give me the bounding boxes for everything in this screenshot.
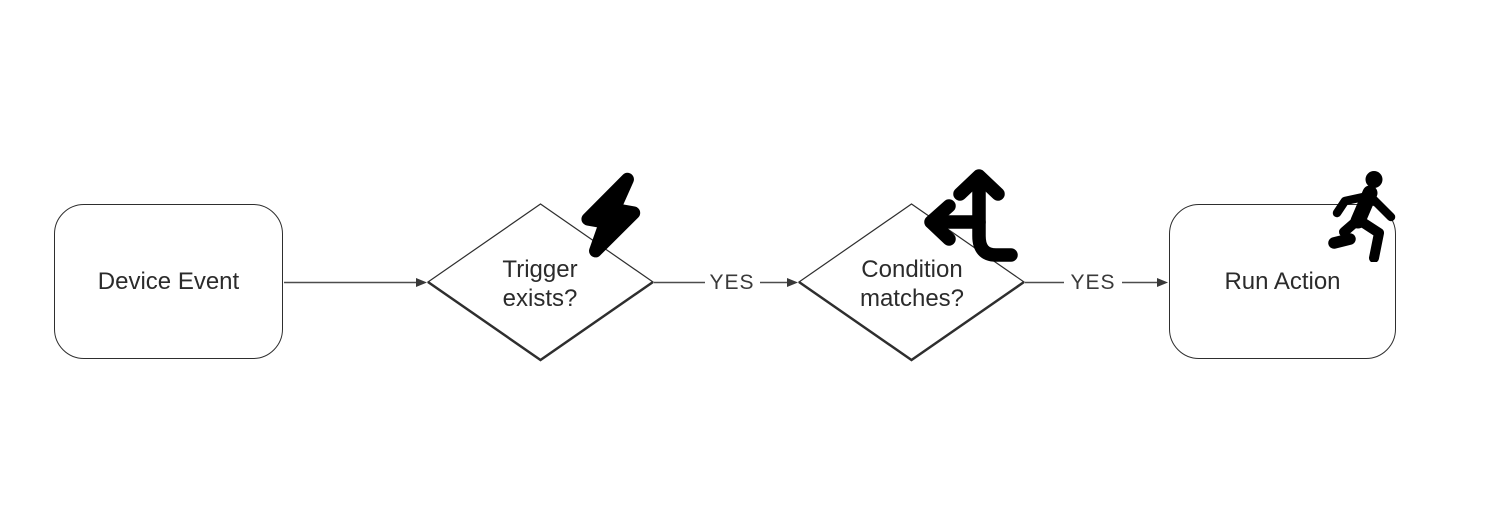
edge-condition-to-run-action	[1025, 278, 1168, 287]
condition-matches-label: Condition matches?	[859, 256, 965, 312]
device-event-label: Device Event	[97, 267, 240, 295]
edge-device-event-to-trigger	[284, 278, 427, 287]
arrowhead	[787, 278, 798, 287]
person-running-icon	[1328, 171, 1396, 262]
trigger-exists-diamond-shadow-edge	[427, 280, 654, 362]
edge-trigger-to-condition	[654, 278, 798, 287]
lightning-bolt-icon	[581, 172, 641, 258]
edge-label-yes-1: YES	[705, 271, 759, 295]
edge-label-yes-2: YES	[1066, 271, 1120, 295]
run-action-label: Run Action	[1224, 267, 1341, 295]
node-run-action: Run Action	[1169, 204, 1396, 359]
trigger-exists-label: Trigger exists?	[502, 256, 578, 312]
arrowhead	[416, 278, 427, 287]
arrowhead	[1157, 278, 1168, 287]
node-device-event: Device Event	[54, 204, 283, 359]
condition-matches-diamond-shadow-edge	[798, 280, 1025, 362]
split-arrows-icon	[924, 169, 1018, 262]
